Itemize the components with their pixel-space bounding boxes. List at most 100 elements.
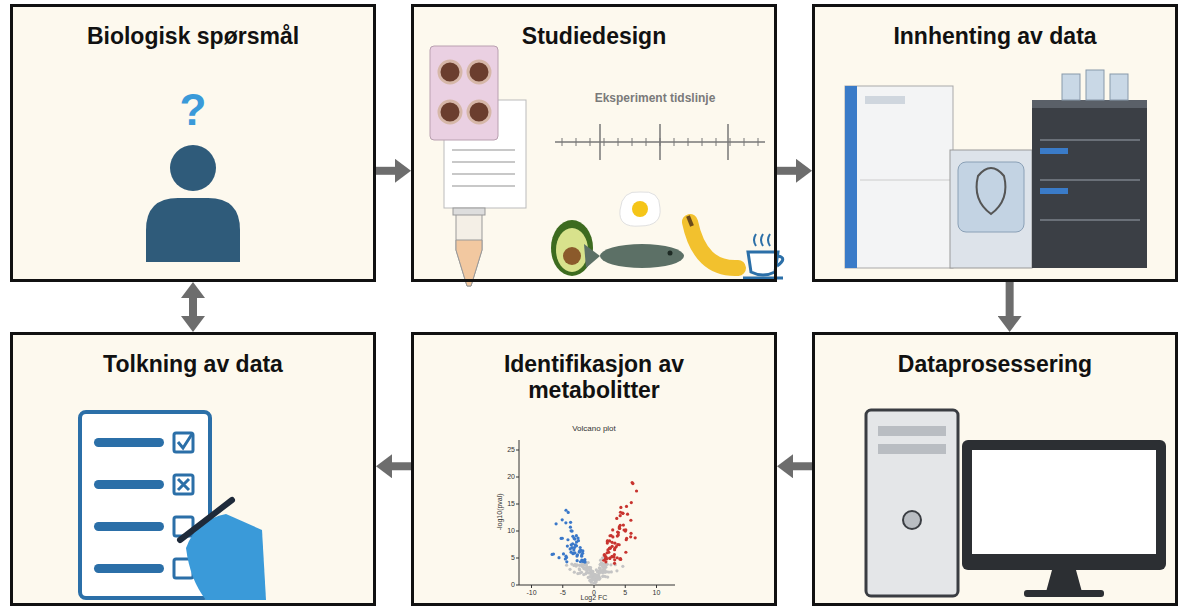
- data-point: [634, 536, 637, 539]
- food-items-part: [556, 228, 588, 272]
- data-point: [624, 551, 627, 554]
- data-point: [579, 546, 582, 549]
- timeline-tick: [576, 138, 577, 146]
- data-point: [579, 550, 582, 553]
- flow-arrow: [376, 167, 395, 175]
- data-point: [573, 537, 576, 540]
- data-point: [617, 533, 620, 536]
- timeline-tick: [604, 138, 605, 146]
- axis-tick: [516, 504, 519, 505]
- data-point: [619, 524, 622, 527]
- timeline-tick: [590, 138, 591, 146]
- data-point: [621, 512, 624, 515]
- tick-label: -5: [553, 589, 573, 597]
- data-point: [602, 567, 605, 570]
- data-point: [612, 555, 615, 558]
- timeline-tick: [646, 138, 647, 146]
- data-point: [625, 505, 628, 508]
- stage-panel: Studiedesign: [411, 4, 777, 282]
- panel-title: Innhenting av data: [893, 23, 1096, 49]
- timeline-title: Eksperiment tidslinje: [555, 92, 755, 105]
- panel-title: Studiedesign: [522, 23, 666, 49]
- question-mark: ?: [173, 86, 213, 134]
- data-point: [604, 575, 607, 578]
- axis-tick: [594, 585, 595, 588]
- data-point: [615, 545, 618, 548]
- clipboard-icon-part-part: [94, 522, 164, 531]
- flow-arrow: [392, 462, 411, 470]
- data-point: [582, 560, 585, 563]
- lc-ms-instrument-part: [977, 168, 1006, 214]
- lc-ms-instrument-part: [1032, 100, 1147, 108]
- data-point: [631, 481, 634, 484]
- data-point: [600, 562, 603, 565]
- well-plate-part-part: [439, 101, 461, 123]
- lc-ms-instrument-part: [1062, 74, 1080, 100]
- data-point: [608, 534, 611, 537]
- panel-ground: [812, 332, 1178, 606]
- clipboard-icon-part: [180, 500, 232, 540]
- data-point: [603, 571, 606, 574]
- lc-ms-instrument-part: [845, 86, 953, 268]
- experiment-timeline-part: [599, 124, 601, 160]
- data-point: [603, 566, 606, 569]
- data-point: [581, 565, 584, 568]
- data-point: [630, 501, 633, 504]
- data-point: [569, 529, 572, 532]
- volcano-plot-part: [551, 481, 639, 585]
- sample-tube-part: [456, 214, 482, 286]
- axis-tick: [516, 531, 519, 532]
- timeline-tick: [730, 138, 731, 146]
- data-point: [626, 513, 629, 516]
- panel-ground: [411, 332, 777, 606]
- axis-tick: [562, 585, 563, 588]
- lc-ms-instrument-part: [958, 162, 1024, 232]
- tick-label: 15: [501, 500, 515, 508]
- data-point: [613, 542, 616, 545]
- data-point: [604, 560, 607, 563]
- timeline-tick: [562, 138, 563, 146]
- plot-title: Volcano plot: [554, 425, 634, 434]
- lc-ms-instrument-part: [1110, 74, 1128, 100]
- timeline-tick: [716, 138, 717, 146]
- axis-tick: [531, 585, 532, 588]
- lc-ms-instrument-part: [860, 180, 950, 181]
- data-point: [608, 547, 611, 550]
- data-point: [551, 553, 554, 556]
- well-plate-part: [430, 46, 498, 140]
- clipboard-icon-part: [94, 438, 164, 573]
- person-icon: [146, 145, 240, 262]
- clipboard-icon-part-part: [174, 475, 193, 494]
- data-point: [615, 517, 618, 520]
- axis-tick: [516, 585, 519, 586]
- food-items-part: [777, 256, 783, 266]
- tick-label: 10: [647, 589, 667, 597]
- food-items-part: [620, 192, 660, 226]
- study-sheet-part: [452, 150, 515, 186]
- data-point: [573, 571, 576, 574]
- clipboard-icon-part-part: [94, 480, 164, 489]
- lc-ms-instrument-part: [950, 150, 1032, 268]
- sample-tube-part: [453, 208, 485, 215]
- panel-grounds: [10, 4, 1178, 606]
- study-sheet-part-part: [452, 149, 515, 151]
- tick-label: 5: [615, 589, 635, 597]
- tick-label: 0: [501, 581, 515, 589]
- data-point: [611, 528, 614, 531]
- volcano-plot-part: [519, 585, 675, 586]
- data-point: [613, 558, 616, 561]
- clipboard-icon: [80, 412, 266, 600]
- flow-arrow: [777, 167, 796, 175]
- data-point: [600, 562, 603, 565]
- data-point: [573, 537, 576, 540]
- lc-ms-instrument-part: [1032, 100, 1147, 268]
- food-items-part: [690, 222, 738, 268]
- data-point: [624, 528, 627, 531]
- stage-panel: Biologisk spørsmål: [10, 4, 376, 282]
- computer-icon-part: [903, 511, 921, 529]
- data-point: [575, 541, 578, 544]
- data-point: [589, 572, 592, 575]
- data-point: [571, 552, 574, 555]
